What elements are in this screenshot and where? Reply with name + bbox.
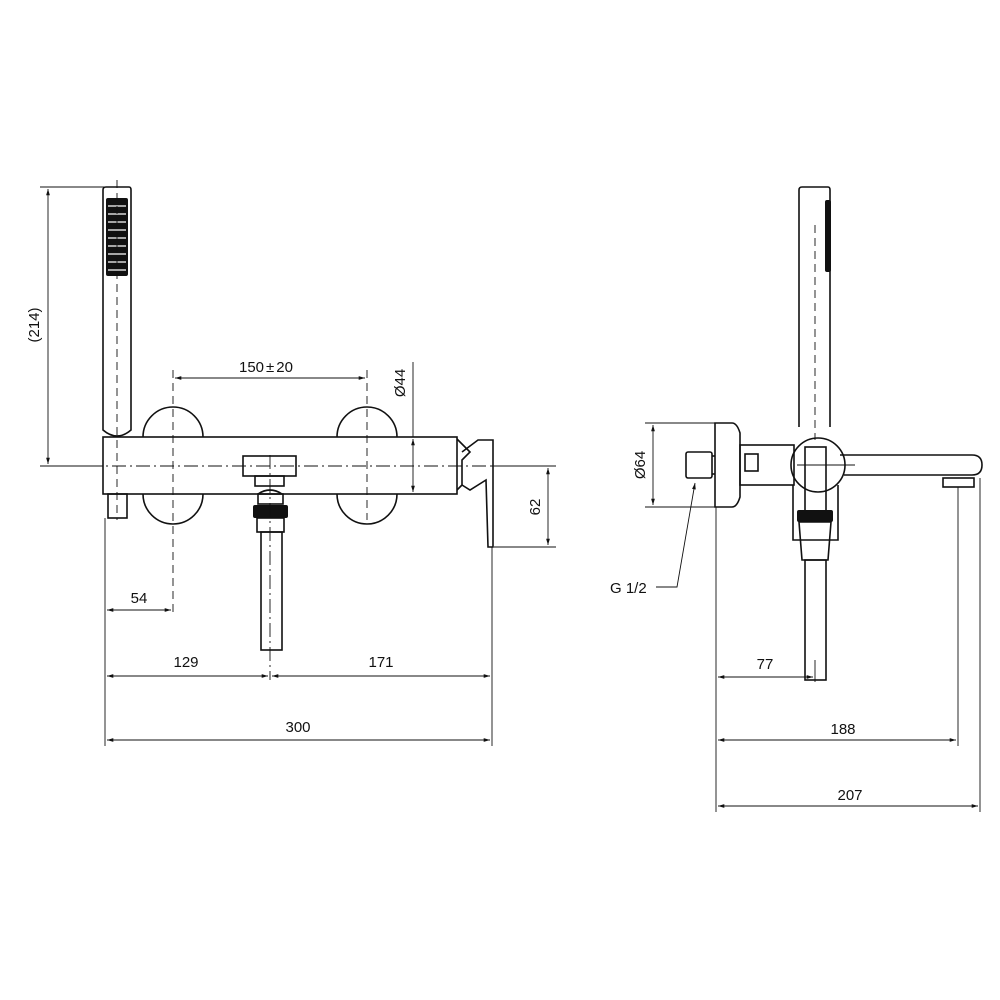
spacing-label: 150±20 — [239, 359, 293, 376]
hand-shower-side — [798, 186, 831, 440]
dimension-horizontal-front: 54 129 171 300 — [104, 518, 493, 746]
total-projection-label: 207 — [837, 787, 862, 804]
left-offset-label: 54 — [131, 590, 148, 607]
dimension-horizontal-side: 77 188 207 — [715, 478, 981, 812]
body-side — [739, 437, 983, 681]
thread-callout: G 1/2 — [610, 482, 696, 597]
dimension-plate-diameter: Ø64 — [632, 422, 715, 508]
hose-connector — [253, 455, 288, 680]
side-view: Ø64 G 1/2 77 188 207 — [610, 186, 983, 812]
dimension-spacing: 150±20 — [174, 359, 365, 380]
inlet-nozzle — [685, 451, 713, 479]
left-outlet-label: 129 — [173, 654, 198, 671]
thread-label: G 1/2 — [610, 580, 647, 597]
wall-plate — [685, 422, 741, 508]
wall-discs — [142, 406, 398, 525]
total-width-label: 300 — [285, 719, 310, 736]
dimension-lever-drop: 62 — [490, 465, 556, 548]
front-view: (214) 150±20 Ø44 62 54 129 171 300 — [26, 180, 556, 746]
right-outlet-label: 171 — [368, 654, 393, 671]
plate-diameter-label: Ø64 — [632, 451, 649, 479]
aerator-projection-label: 188 — [830, 721, 855, 738]
hand-shower — [102, 180, 132, 520]
hose-offset-label: 77 — [757, 656, 774, 673]
dimension-height: (214) — [26, 186, 105, 467]
height-label: (214) — [26, 307, 43, 342]
dimension-body-diameter: Ø44 — [392, 362, 415, 492]
lever-drop-label: 62 — [527, 499, 544, 516]
body-diameter-label: Ø44 — [392, 369, 409, 397]
